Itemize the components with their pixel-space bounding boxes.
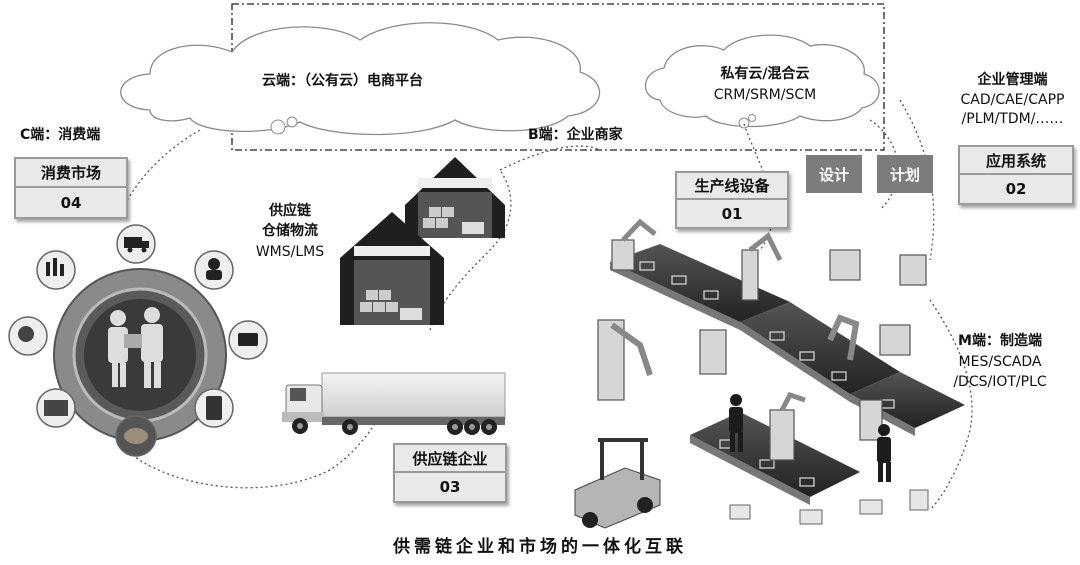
warehouse-line3: WMS/LMS (255, 244, 325, 260)
diagram-caption: 供需链企业和市场的一体化互联 (393, 537, 687, 557)
box-name: 供应链企业 (395, 445, 505, 473)
cloud-region-frame (231, 3, 885, 151)
enterprise-mgmt-line1: CAD/CAE/CAPP (960, 92, 1065, 108)
c-end-label: C端：消费端 (20, 127, 101, 143)
enterprise-mgmt-line2: /PLM/TDM/…… (961, 111, 1064, 127)
consumer-ring (8, 224, 268, 457)
public-cloud-bubble (286, 116, 298, 128)
warehouse-top (405, 157, 505, 238)
b-end-label: B端：企业商家 (528, 127, 623, 143)
box-number: 01 (721, 204, 743, 223)
m-end-title: M端：制造端 (958, 333, 1042, 349)
warehouse-line1: 供应链 (269, 203, 311, 219)
box-number: 02 (1005, 180, 1027, 198)
box-name: 消费市场 (16, 159, 126, 188)
plan-tag: 计划 (877, 155, 933, 193)
private-cloud-title: 私有云/混合云 (720, 66, 810, 82)
m-end-line2: /DCS/IOT/PLC (953, 374, 1047, 390)
box-name: 应用系统 (960, 147, 1072, 175)
supply-chain-enterprise-box: 供应链企业 03 (393, 443, 507, 503)
private-cloud-bubble (738, 117, 750, 129)
public-cloud-label: 云端：（公有云）电商平台 (262, 73, 423, 89)
m-end-line1: MES/SCADA (958, 354, 1042, 370)
private-cloud-shape (644, 34, 880, 128)
robot-arms (597, 218, 927, 461)
private-cloud-bubble (748, 114, 756, 122)
design-tag: 设计 (806, 155, 862, 193)
application-system-box: 应用系统 02 (958, 145, 1074, 205)
truck (282, 372, 506, 435)
workers (729, 394, 891, 482)
forklift (574, 438, 661, 529)
warehouse-bottom (340, 212, 444, 325)
box-number: 03 (439, 478, 461, 496)
warehouse-line2: 仓储物流 (262, 223, 318, 239)
public-cloud-bubble (270, 119, 286, 135)
enterprise-mgmt-title: 企业管理端 (977, 72, 1048, 88)
private-cloud-systems: CRM/SRM/SCM (713, 87, 817, 103)
parcels (729, 489, 929, 525)
production-equipment-box: 生产线设备 01 (675, 171, 789, 229)
box-name: 生产线设备 (677, 173, 787, 200)
box-number: 04 (60, 193, 82, 212)
consumer-market-box: 消费市场 04 (14, 157, 128, 219)
